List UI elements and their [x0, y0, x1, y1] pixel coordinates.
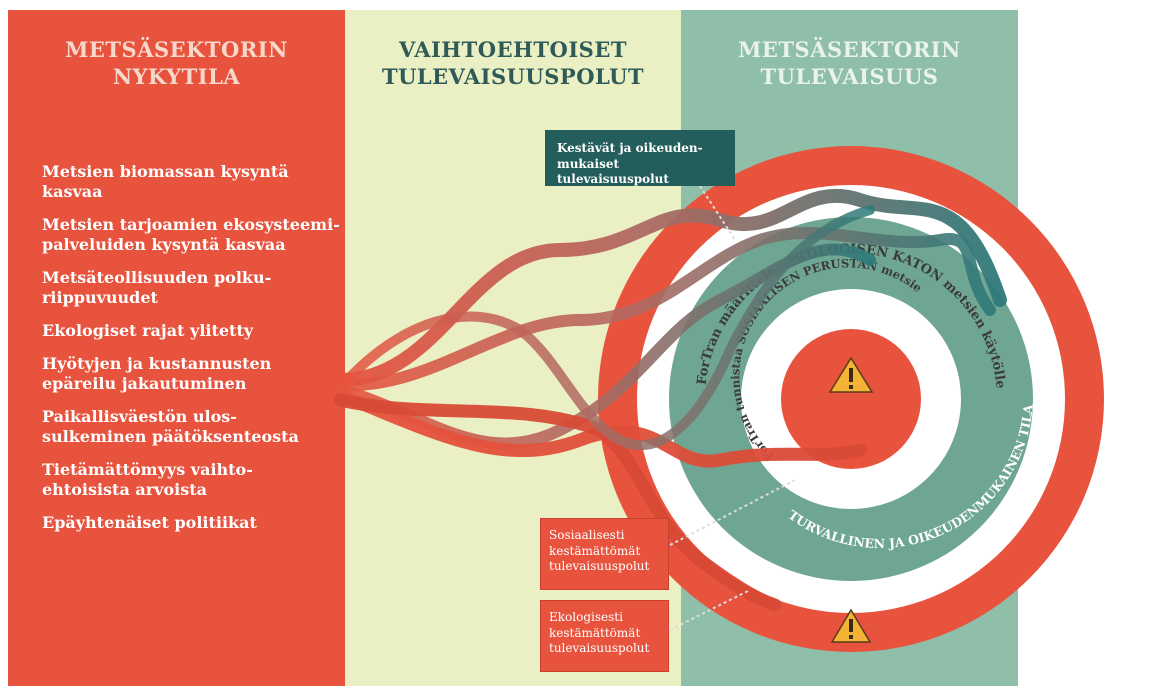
- connector-line: [699, 185, 736, 241]
- column-title-future: METSÄSEKTORIN TULEVAISUUS: [681, 36, 1018, 90]
- column-title-current-state: METSÄSEKTORIN NYKYTILA: [8, 36, 345, 90]
- pathway-ribbon: [334, 227, 996, 392]
- column-title-alternative-paths: VAIHTOEHTOISET TULEVAISUUSPOLUT: [345, 36, 681, 90]
- box-line: tulevaisuuspolut: [549, 559, 650, 573]
- pathway-ribbon: [333, 388, 867, 468]
- column-current-state: METSÄSEKTORIN NYKYTILA: [8, 10, 345, 686]
- box-line: tulevaisuuspolut: [549, 641, 650, 655]
- pathway-ribbon: [333, 393, 782, 612]
- title-line: TULEVAISUUSPOLUT: [381, 64, 645, 89]
- title-line: METSÄSEKTORIN: [65, 37, 288, 62]
- box-line: mukaiset tulevaisuuspolut: [557, 156, 669, 187]
- box-line: Kestävät ja oikeuden-: [557, 141, 703, 155]
- core-circle: [781, 329, 921, 469]
- warning-icon: [828, 356, 874, 393]
- socially-unsustainable-box: Sosiaalisesti kestämättömät tulevaisuusp…: [540, 518, 669, 590]
- box-line: Sosiaalisesti: [549, 528, 625, 542]
- title-line: METSÄSEKTORIN: [738, 37, 961, 62]
- title-line: NYKYTILA: [112, 64, 241, 89]
- ecologically-unsustainable-box: Ekologisesti kestämättömät tulevaisuuspo…: [540, 600, 669, 672]
- box-line: Ekologisesti: [549, 610, 623, 624]
- list-item: Metsien tarjoamien ekosysteemi-palveluid…: [42, 215, 340, 254]
- list-item: Ekologiset rajat ylitetty: [42, 321, 254, 340]
- connector-line: [669, 589, 751, 631]
- list-item: Epäyhtenäiset politiikat: [42, 513, 257, 532]
- sustainable-paths-box: Kestävät ja oikeuden- mukaiset tulevaisu…: [545, 130, 735, 186]
- pathway-ribbon: [333, 188, 1007, 387]
- box-line: kestämättömät: [549, 543, 641, 558]
- title-line: VAIHTOEHTOISET: [399, 37, 627, 62]
- list-item: Tietämättömyys vaihto-ehtoisista arvoist…: [42, 460, 253, 499]
- list-item: Metsäteollisuuden polku-riippuvuudet: [42, 268, 272, 307]
- box-line: kestämättömät: [549, 625, 641, 640]
- pathway-ribbon: [335, 205, 875, 450]
- title-line: TULEVAISUUS: [760, 64, 939, 89]
- list-item: Paikallisväestön ulos-sulkeminen päätöks…: [42, 407, 299, 446]
- warning-icon: [830, 608, 872, 643]
